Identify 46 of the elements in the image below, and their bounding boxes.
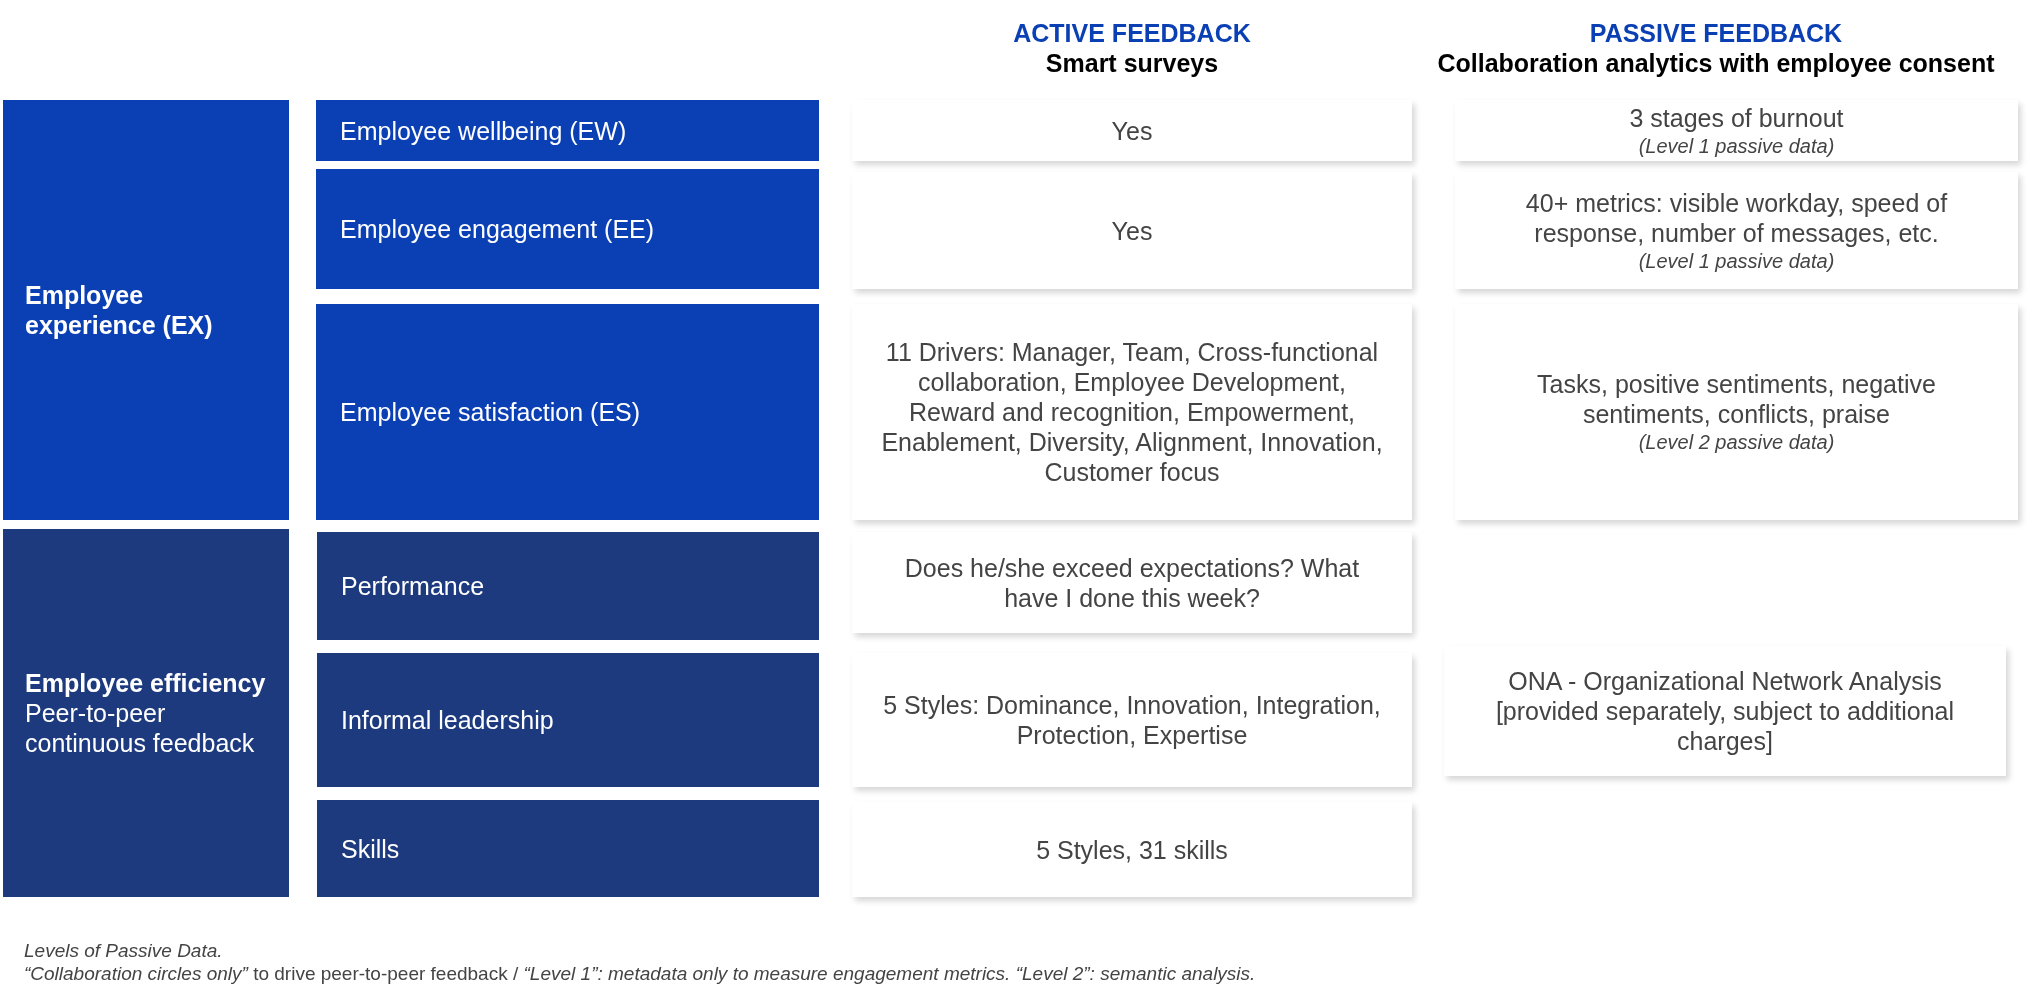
- cell-text: Yes: [1111, 215, 1153, 246]
- cell-text: 11 Drivers: Manager, Team, Cross-functional collaboration, Employee Development, Reward and recognition, Empowerment, Enablement, Diversity, Alignment, Innovation, Customer focus: [880, 337, 1384, 487]
- cell-text: Tasks, positive sentiments, negative sentiments, conflicts, praise: [1536, 369, 1937, 429]
- cell-text: Yes: [1111, 115, 1153, 146]
- cell-text: 5 Styles: Dominance, Innovation, Integration, Protection, Expertise: [882, 690, 1382, 750]
- data-level-note: (Level 1 passive data): [1638, 248, 1835, 274]
- dimension-label: Performance: [341, 571, 486, 601]
- dimension-label: Informal leadership: [341, 705, 555, 735]
- dimension-box: [316, 100, 819, 161]
- table-cell: [852, 802, 1412, 897]
- dimension-label: Employee satisfaction (ES): [340, 397, 642, 427]
- table-cell: [1444, 646, 2006, 776]
- table-cell: [852, 304, 1412, 520]
- category-title: Employee efficiency: [25, 668, 267, 698]
- cell-text: ONA - Organizational Network Analysis [provided separately, subject to additional charges]: [1494, 666, 1956, 756]
- table-cell: [1455, 304, 2018, 520]
- category-subtitle: Peer-to-peer continuous feedback: [25, 698, 256, 758]
- dimension-label: Employee wellbeing (EW): [340, 115, 628, 146]
- table-cell: [1455, 172, 2018, 289]
- table-cell: [852, 100, 1412, 161]
- column-subheading: Collaboration analytics with employee consent: [1436, 48, 1996, 78]
- category-box: [3, 100, 289, 520]
- table-cell: [852, 653, 1412, 787]
- data-level-note: (Level 2 passive data): [1638, 430, 1835, 455]
- dimension-box: [316, 304, 819, 520]
- category-title: Employee experience (EX): [25, 280, 214, 340]
- footnote: Levels of Passive Data.: [24, 940, 223, 962]
- table-cell: [852, 172, 1412, 289]
- category-box: [3, 529, 289, 897]
- table-cell: [852, 532, 1412, 633]
- cell-text: 5 Styles, 31 skills: [1036, 834, 1228, 865]
- cell-text: 3 stages of burnout: [1629, 102, 1844, 133]
- dimension-box: [317, 532, 819, 640]
- column-subheading: Smart surveys: [1044, 48, 1220, 78]
- dimension-box: [317, 653, 819, 787]
- cell-text: Does he/she exceed expectations? What have I done this week?: [903, 552, 1361, 613]
- dimension-box: [317, 800, 819, 897]
- dimension-label: Skills: [341, 833, 401, 864]
- dimension-label: Employee engagement (EE): [340, 214, 656, 244]
- cell-text: 40+ metrics: visible workday, speed of response, number of messages, etc.: [1524, 187, 1949, 248]
- column-heading: ACTIVE FEEDBACK: [1012, 18, 1252, 48]
- column-heading: PASSIVE FEEDBACK: [1588, 18, 1844, 48]
- footnote: “Collaboration circles only” to drive peer-to-peer feedback / “Level 1”: metadata only to measure engagement metrics. “Level 2”: semantic analysis.: [24, 963, 1256, 985]
- data-level-note: (Level 1 passive data): [1638, 133, 1835, 159]
- table-cell: [1455, 100, 2018, 161]
- dimension-box: [316, 169, 819, 289]
